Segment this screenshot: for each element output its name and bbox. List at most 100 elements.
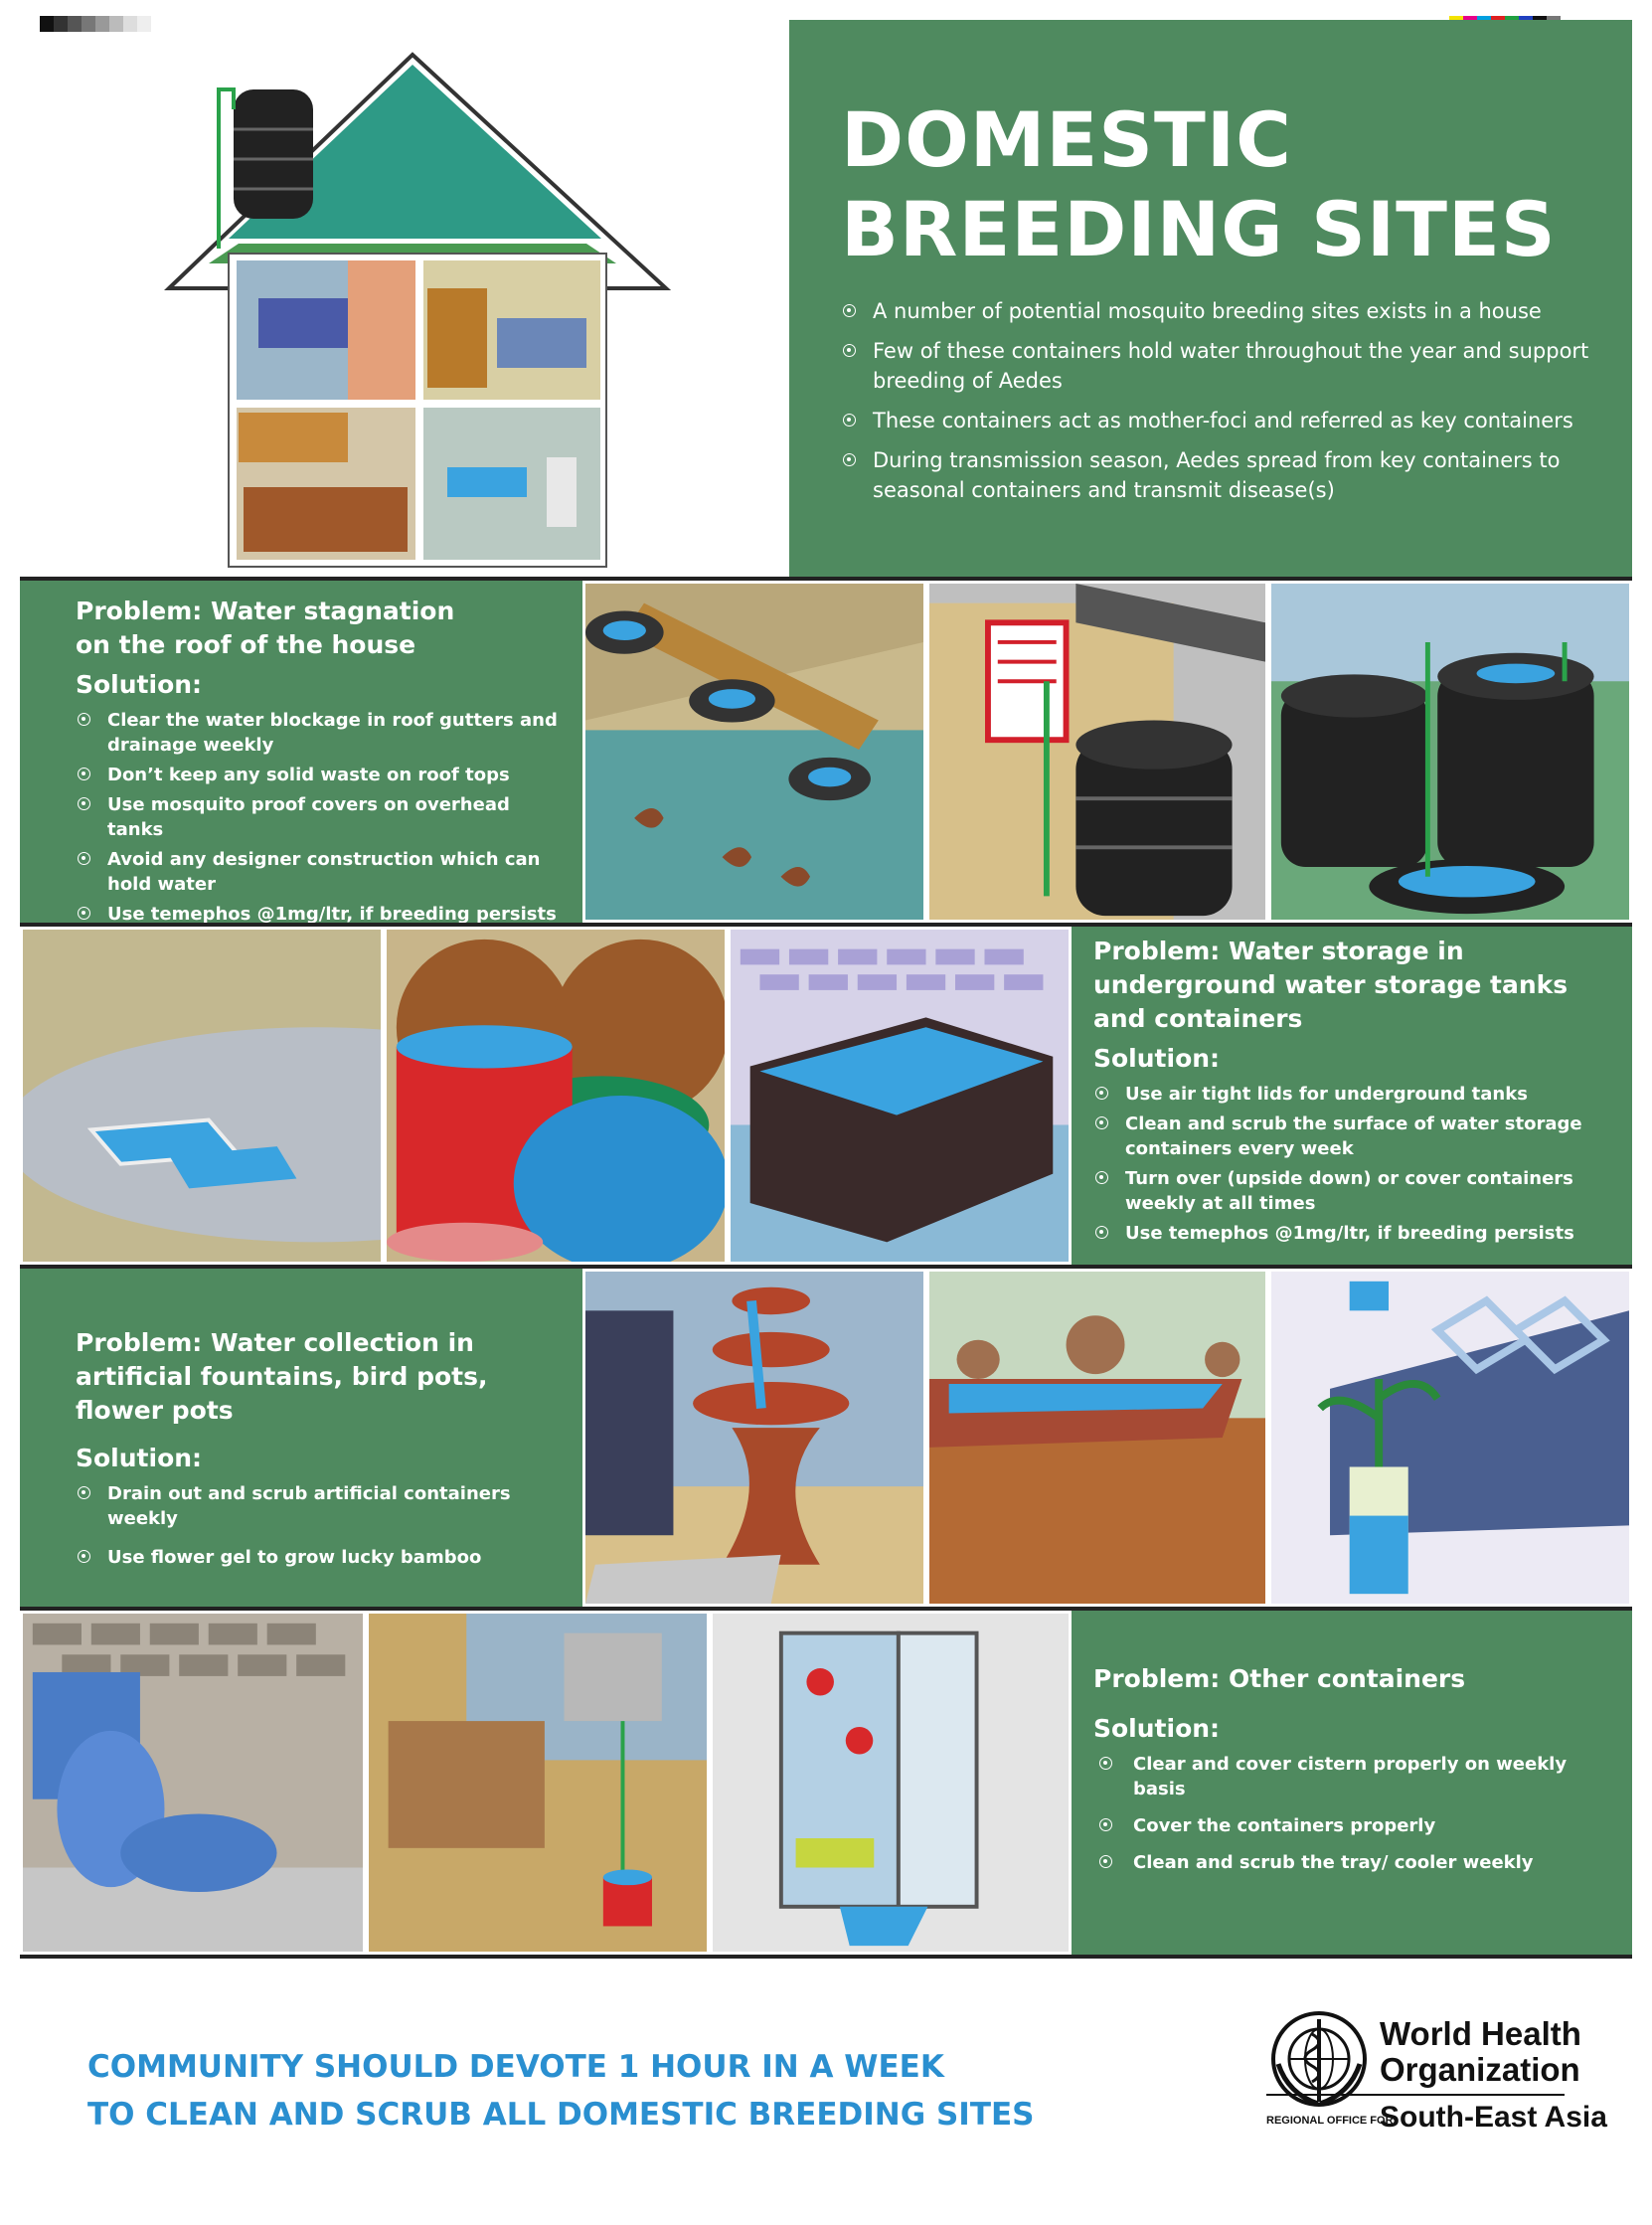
bullet-circle-icon — [78, 907, 90, 920]
solution-item-text: Use flower gel to grow lucky bamboo — [107, 1547, 482, 1568]
solution-item: Use flower gel to grow lucky bamboo — [76, 1545, 569, 1570]
divider-rule — [20, 1265, 1632, 1269]
solution-item-text: Clean and scrub the tray/ cooler weekly — [1133, 1852, 1534, 1873]
solution-item: Use mosquito proof covers on overhead ta… — [76, 792, 569, 842]
bullet-circle-icon — [843, 344, 856, 357]
who-rule — [1266, 2094, 1565, 2096]
solution-item-text: Use temephos @1mg/ltr, if breeding persi… — [107, 904, 557, 925]
section-storage-solutions: Use air tight lids for underground tanks… — [1093, 1082, 1612, 1246]
solution-item: Use temephos @1mg/ltr, if breeding persi… — [76, 902, 569, 927]
bullet-circle-icon — [1095, 1226, 1108, 1239]
solution-item: Clean and scrub the surface of water sto… — [1093, 1112, 1612, 1161]
intro-list: A number of potential mosquito breeding … — [841, 296, 1592, 505]
section-storage-text: Problem: Water storage in underground wa… — [1072, 927, 1632, 1265]
section-roof-problem: Problem: Water stagnation on the roof of… — [76, 597, 455, 659]
who-name-line-2: Organization — [1380, 2051, 1580, 2088]
footer-message-line-2: TO CLEAN AND SCRUB ALL DOMESTIC BREEDING… — [87, 2097, 1035, 2133]
underground-tank-illustration — [20, 927, 384, 1265]
intro-item-text: These containers act as mother-foci and … — [873, 409, 1573, 432]
bullet-circle-icon — [843, 414, 856, 427]
bullet-circle-icon — [843, 304, 856, 317]
flower-pot-illustration — [1268, 1269, 1632, 1607]
bullet-circle-icon — [78, 797, 90, 810]
who-emblem-icon — [1264, 2004, 1374, 2114]
bullet-circle-icon — [78, 1550, 90, 1563]
bullet-circle-icon — [1095, 1116, 1108, 1129]
section-storage-solution-label: Solution: — [1093, 1044, 1221, 1073]
solution-item-text: Don’t keep any solid waste on roof tops — [107, 765, 510, 785]
bird-pot-illustration — [926, 1269, 1268, 1607]
section-other-text: Problem: Other containers Solution: Clea… — [1072, 1611, 1632, 1955]
section-roof-solutions: Clear the water blockage in roof gutters… — [76, 708, 569, 927]
solution-item-text: Clean and scrub the surface of water sto… — [1125, 1113, 1582, 1159]
solution-item-text: Use air tight lids for underground tanks — [1125, 1084, 1528, 1105]
solution-item-text: Clear and cover cistern properly on week… — [1133, 1754, 1568, 1799]
refrigerator-illustration — [710, 1611, 1072, 1955]
solution-item-text: Avoid any designer construction which ca… — [107, 849, 541, 895]
air-cooler-illustration — [366, 1611, 710, 1955]
section-other-problem: Problem: Other containers — [1093, 1664, 1466, 1693]
who-name-line-1: World Health — [1380, 2015, 1581, 2052]
house-illustration — [149, 50, 706, 577]
solution-item-text: Clear the water blockage in roof gutters… — [107, 710, 558, 756]
section-other-solutions: Clear and cover cistern properly on week… — [1093, 1752, 1612, 1875]
solution-item: Use temephos @1mg/ltr, if breeding persi… — [1093, 1221, 1612, 1246]
bullet-circle-icon — [843, 453, 856, 466]
intro-item-text: During transmission season, Aedes spread… — [873, 448, 1561, 502]
solution-item-text: Cover the containers properly — [1133, 1815, 1436, 1836]
solution-item: Use air tight lids for underground tanks — [1093, 1082, 1612, 1107]
section-fountain-problem: Problem: Water collection in artificial … — [76, 1328, 488, 1425]
bullet-circle-icon — [1099, 1855, 1112, 1868]
bullet-circle-icon — [1099, 1757, 1112, 1770]
solution-item: Don’t keep any solid waste on roof tops — [76, 763, 569, 787]
page-title: DOMESTIC BREEDING SITES — [841, 95, 1592, 274]
section-fountain-solutions: Drain out and scrub artificial container… — [76, 1481, 569, 1570]
section-roof-text: Problem: Water stagnation on the roof of… — [20, 581, 582, 925]
section-roof-solution-label: Solution: — [76, 670, 203, 699]
bullet-circle-icon — [1095, 1087, 1108, 1100]
divider-rule — [20, 923, 1632, 927]
bullet-circle-icon — [78, 852, 90, 865]
page-title-line-1: DOMESTIC — [841, 95, 1292, 184]
divider-rule — [20, 1955, 1632, 1959]
overhead-tank-illustration — [926, 581, 1268, 923]
bullet-circle-icon — [78, 768, 90, 780]
intro-item: Few of these containers hold water throu… — [841, 336, 1592, 396]
footer-message-line-1: COMMUNITY SHOULD DEVOTE 1 HOUR IN A WEEK — [87, 2049, 944, 2085]
fountain-illustration — [582, 1269, 926, 1607]
section-fountain-text: Problem: Water collection in artificial … — [20, 1269, 582, 1607]
section-other-solution-label: Solution: — [1093, 1714, 1221, 1743]
solution-item: Clean and scrub the tray/ cooler weekly — [1097, 1850, 1612, 1875]
section-fountain-solution-label: Solution: — [76, 1444, 203, 1472]
solution-item: Cover the containers properly — [1097, 1813, 1612, 1838]
rooftop-tanks-illustration — [1268, 581, 1632, 923]
solution-item: Drain out and scrub artificial container… — [76, 1481, 569, 1531]
bullet-circle-icon — [1095, 1171, 1108, 1184]
bullet-circle-icon — [78, 1486, 90, 1499]
toilet-cistern-illustration — [20, 1611, 366, 1955]
intro-item: During transmission season, Aedes spread… — [841, 445, 1592, 505]
intro-item-text: A number of potential mosquito breeding … — [873, 299, 1542, 323]
water-pots-illustration — [384, 927, 728, 1265]
solution-item: Clear and cover cistern properly on week… — [1097, 1752, 1612, 1801]
open-tank-illustration — [728, 927, 1072, 1265]
solution-item-text: Drain out and scrub artificial container… — [107, 1483, 511, 1529]
bullet-circle-icon — [1099, 1818, 1112, 1831]
who-region: South-East Asia — [1380, 2101, 1607, 2134]
solution-item: Avoid any designer construction which ca… — [76, 847, 569, 897]
grayscale-calibration-bar — [40, 16, 199, 32]
intro-item: These containers act as mother-foci and … — [841, 406, 1592, 435]
page-title-line-2: BREEDING SITES — [841, 185, 1557, 273]
who-regional-prefix: REGIONAL OFFICE FOR — [1266, 2115, 1394, 2127]
solution-item-text: Use mosquito proof covers on overhead ta… — [107, 794, 510, 840]
bullet-circle-icon — [78, 713, 90, 726]
solution-item: Clear the water blockage in roof gutters… — [76, 708, 569, 758]
solution-item-text: Use temephos @1mg/ltr, if breeding persi… — [1125, 1223, 1574, 1244]
solution-item: Turn over (upside down) or cover contain… — [1093, 1166, 1612, 1216]
divider-rule — [20, 1607, 1632, 1611]
solution-item-text: Turn over (upside down) or cover contain… — [1125, 1168, 1573, 1214]
header-panel: DOMESTIC BREEDING SITES A number of pote… — [789, 20, 1632, 577]
divider-rule — [20, 577, 1632, 581]
roof-gutter-illustration — [582, 581, 926, 923]
section-storage-problem: Problem: Water storage in underground wa… — [1093, 937, 1569, 1033]
